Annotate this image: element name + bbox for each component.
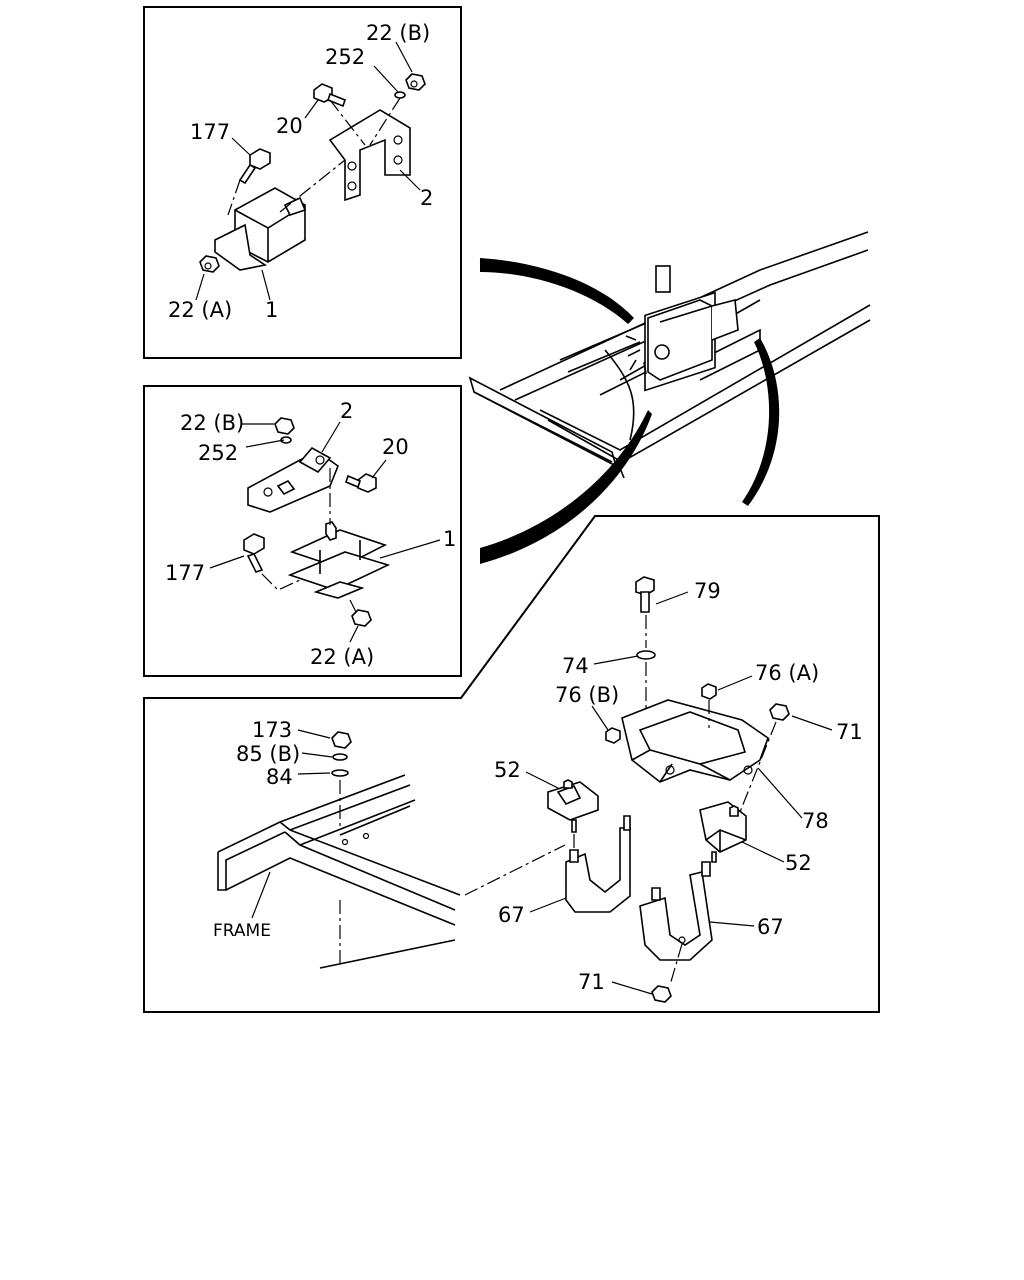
nut-22b-icon xyxy=(274,417,295,435)
label-71: 71 xyxy=(836,720,863,744)
crossmember-78-icon xyxy=(621,699,769,783)
label-frame: FRAME xyxy=(213,921,271,941)
label-20: 20 xyxy=(382,435,409,459)
bolt-76a-icon xyxy=(701,683,717,700)
label-71: 71 xyxy=(578,970,605,994)
callout-arc-top-thick xyxy=(480,258,634,324)
washer-252-icon xyxy=(394,91,406,99)
washer-85b-icon xyxy=(332,753,348,761)
washer-74-icon xyxy=(636,650,656,660)
label-252: 252 xyxy=(325,45,365,69)
nut-22b-icon xyxy=(405,73,426,91)
bracket-67-right-icon xyxy=(639,871,713,961)
frame-rail xyxy=(217,774,461,969)
label-67: 67 xyxy=(757,915,784,939)
bracket-2-icon xyxy=(328,109,411,202)
label-79: 79 xyxy=(694,579,721,603)
bottom-panel-parts xyxy=(251,576,833,1003)
label-67: 67 xyxy=(498,903,525,927)
middle-detail-box xyxy=(143,385,462,677)
nut-71-top-icon xyxy=(769,703,790,721)
label-1: 1 xyxy=(443,527,456,551)
bolt-20-icon xyxy=(357,473,377,493)
label-22a: 22 (A) xyxy=(168,298,232,322)
label-20: 20 xyxy=(276,114,303,138)
bolt-79-icon xyxy=(635,576,655,596)
label-85b: 85 (B) xyxy=(236,742,300,766)
label-22b: 22 (B) xyxy=(366,21,430,45)
middle-panel-parts xyxy=(209,417,441,643)
label-76b: 76 (B) xyxy=(555,683,619,707)
label-2: 2 xyxy=(340,399,353,423)
nut-173-icon xyxy=(331,731,352,749)
bracket-67-left-icon xyxy=(565,827,631,913)
nut-22a-icon xyxy=(351,609,372,627)
label-177: 177 xyxy=(190,120,230,144)
label-252: 252 xyxy=(198,441,238,465)
bottom-detail-box xyxy=(143,515,880,1013)
nut-22a-icon xyxy=(199,255,220,273)
label-22a: 22 (A) xyxy=(310,645,374,669)
callout-arc-middle xyxy=(480,410,652,564)
label-1: 1 xyxy=(265,298,278,322)
label-74: 74 xyxy=(562,654,589,678)
label-76a: 76 (A) xyxy=(755,661,819,685)
bolt-76b-icon xyxy=(605,727,621,744)
washer-84-icon xyxy=(331,769,349,777)
top-detail-box xyxy=(143,6,462,359)
rubber-mount-52-right-icon xyxy=(699,801,747,853)
label-78: 78 xyxy=(802,809,829,833)
label-173: 173 xyxy=(252,718,292,742)
label-22b: 22 (B) xyxy=(180,411,244,435)
label-2: 2 xyxy=(420,186,433,210)
chassis-overview xyxy=(468,231,871,479)
label-84: 84 xyxy=(266,765,293,789)
top-panel-parts xyxy=(195,41,426,301)
callout-arc-right xyxy=(742,338,780,506)
label-177: 177 xyxy=(165,561,205,585)
bolt-177-icon xyxy=(243,533,265,555)
label-52: 52 xyxy=(785,851,812,875)
nut-71-bottom-icon xyxy=(651,985,672,1003)
label-52: 52 xyxy=(494,758,521,782)
